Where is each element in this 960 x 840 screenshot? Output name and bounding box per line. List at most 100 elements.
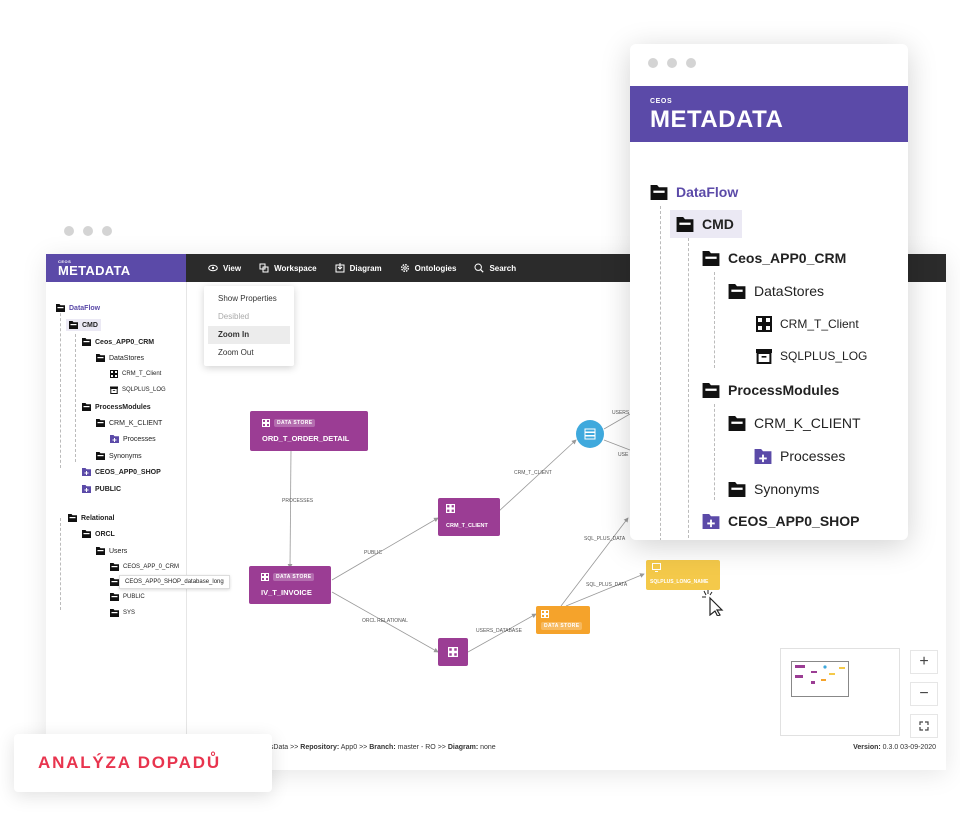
- tree-item-crm-t-client[interactable]: CRM_T_Client: [110, 370, 161, 378]
- folder-open-icon: [96, 547, 105, 555]
- grid-icon: [541, 610, 549, 618]
- folder-plus-icon: [82, 468, 91, 476]
- tree-item-crm[interactable]: Ceos_APP0_CRM: [82, 338, 154, 346]
- tree-item-datastores[interactable]: DataStores: [96, 354, 144, 362]
- feature-badge: ANALÝZA DOPADŮ: [14, 734, 272, 792]
- tree-item-sqlplus-log[interactable]: SQLPLUS_LOG: [110, 386, 166, 394]
- folder-open-icon: [676, 216, 694, 232]
- menu-workspace[interactable]: Workspace: [259, 263, 317, 273]
- layers-icon: [259, 263, 269, 273]
- overlay-tree-crm-t-client[interactable]: CRM_T_Client: [756, 316, 859, 332]
- node-ord-t-order-detail[interactable]: DATA STORE ORD_T_ORDER_DETAIL: [250, 411, 368, 451]
- diagram-icon: [335, 263, 345, 273]
- folder-open-icon: [69, 321, 78, 329]
- menu-zoom-in[interactable]: Zoom In: [208, 326, 290, 344]
- folder-open-icon: [96, 354, 105, 362]
- minimap-viewport[interactable]: [791, 661, 849, 697]
- tree-item-sys[interactable]: SYS: [110, 609, 135, 617]
- folder-plus-icon: [110, 435, 119, 443]
- menu-view[interactable]: View: [208, 263, 241, 273]
- tree-item-public[interactable]: PUBLIC: [82, 485, 121, 493]
- edge-label-processes: PROCESSES: [282, 498, 314, 504]
- folder-plus-icon: [702, 513, 720, 529]
- folder-open-icon: [728, 283, 746, 299]
- gear-icon: [400, 264, 409, 272]
- folder-open-icon: [82, 403, 91, 411]
- brand-logo: CEOS METADATA: [630, 86, 908, 142]
- tree-item-synonyms[interactable]: Synonyms: [96, 452, 142, 460]
- overlay-tree-sqlplus-log[interactable]: SQLPLUS_LOG: [756, 348, 867, 364]
- overlay-tree-synonyms[interactable]: Synonyms: [728, 481, 819, 497]
- window-controls: [648, 58, 696, 68]
- window-controls: [64, 226, 112, 236]
- folder-open-icon: [56, 304, 65, 312]
- grid-icon: [261, 573, 269, 581]
- menu-zoom-out[interactable]: Zoom Out: [218, 348, 254, 357]
- folder-open-icon: [68, 514, 77, 522]
- fit-screen-button[interactable]: [910, 714, 938, 738]
- tree-item-shop-db[interactable]: [110, 578, 119, 586]
- menu-search[interactable]: Search: [474, 263, 516, 273]
- brand-ceos: CEOS: [58, 259, 72, 264]
- folder-open-icon: [96, 452, 105, 460]
- status-bar: osData >> Repository: App0 >> Branch: ma…: [266, 744, 496, 751]
- eye-icon: [208, 264, 218, 272]
- expand-icon: [919, 721, 929, 731]
- folder-open-icon: [728, 481, 746, 497]
- edge-label-sql-plus-data-1: SQL_PLUS_DATA: [584, 536, 626, 542]
- edges-layer: [287, 413, 645, 653]
- folder-open-icon: [650, 184, 668, 200]
- overlay-tree-cmd[interactable]: CMD: [670, 210, 742, 238]
- tree-item-users[interactable]: Users: [96, 547, 127, 555]
- node-orange-data-store[interactable]: DATA STORE: [536, 606, 590, 634]
- folder-plus-icon: [82, 485, 91, 493]
- brand-logo: CEOS METADATA: [46, 254, 186, 282]
- overlay-tree-crm[interactable]: Ceos_APP0_CRM: [702, 250, 846, 266]
- overlay-tree-processes[interactable]: Processes: [754, 448, 845, 464]
- tree-item-cmd[interactable]: CMD: [66, 319, 101, 331]
- tooltip: CEOS_APP0_SHOP_database_long: [119, 575, 230, 589]
- diagram-canvas[interactable]: DATA STORE ORD_T_ORDER_DETAIL DATA STORE…: [46, 254, 946, 770]
- overlay-tree-crm-k-client[interactable]: CRM_K_CLIENT: [728, 415, 861, 431]
- node-database-circle[interactable]: [576, 420, 604, 448]
- minimap-preview: [795, 665, 845, 684]
- overlay-tree-datastores[interactable]: DataStores: [728, 283, 824, 299]
- folder-open-icon: [728, 415, 746, 431]
- tree-item-public2[interactable]: PUBLIC: [110, 593, 145, 601]
- tree-item-shop[interactable]: CEOS_APP0_SHOP: [82, 468, 161, 476]
- folder-open-icon: [702, 382, 720, 398]
- overlay-tree-dataflow[interactable]: DataFlow: [650, 184, 738, 200]
- grid-icon: [446, 504, 455, 513]
- folder-plus-icon: [754, 448, 772, 464]
- zoom-out-button[interactable]: −: [910, 682, 938, 706]
- tree-item-orcl[interactable]: ORCL: [82, 530, 115, 538]
- tree-item-dataflow[interactable]: DataFlow: [56, 304, 100, 312]
- version-label: Version: 0.3.0 03-09-2020: [853, 744, 936, 751]
- tree-item-ceos-app-0-crm[interactable]: CEOS_APP_0_CRM: [110, 563, 179, 571]
- tree-item-crm-k-client[interactable]: CRM_K_CLIENT: [96, 419, 162, 427]
- node-sqlplus-long-name[interactable]: SQLPLUS_LONG_NAME: [646, 560, 720, 590]
- edge-label-users-2: USE: [618, 452, 629, 458]
- node-iv-t-invoice[interactable]: DATA STORE IV_T_INVOICE: [249, 566, 331, 604]
- tree-item-processes[interactable]: Processes: [110, 435, 156, 443]
- menu-disabled: Desibled: [218, 312, 250, 321]
- archive-icon: [110, 386, 118, 394]
- node-crm-t-client[interactable]: CRM_T_CLIENT: [438, 498, 500, 536]
- folder-open-icon: [110, 578, 119, 586]
- node-relational-store[interactable]: [438, 638, 468, 666]
- search-icon: [474, 263, 485, 273]
- folder-open-icon: [110, 609, 119, 617]
- minimap[interactable]: [780, 648, 900, 736]
- zoom-in-button[interactable]: +: [910, 650, 938, 674]
- grid-icon: [448, 647, 458, 657]
- menu-diagram[interactable]: Diagram: [335, 263, 382, 273]
- overlay-tree-process-modules[interactable]: ProcessModules: [702, 382, 839, 398]
- tree-item-relational[interactable]: Relational: [68, 514, 114, 522]
- edge-label-users-database: USERS_DATABASE: [476, 628, 522, 634]
- menu-ontologies[interactable]: Ontologies: [400, 263, 456, 273]
- tree-item-process-modules[interactable]: ProcessModules: [82, 403, 151, 411]
- overlay-tree-shop[interactable]: CEOS_APP0_SHOP: [702, 513, 860, 529]
- archive-icon: [756, 349, 772, 364]
- edge-label-sql-plus-data-2: SQL_PLUS_DATA: [586, 582, 628, 588]
- menu-show-properties[interactable]: Show Properties: [218, 294, 277, 303]
